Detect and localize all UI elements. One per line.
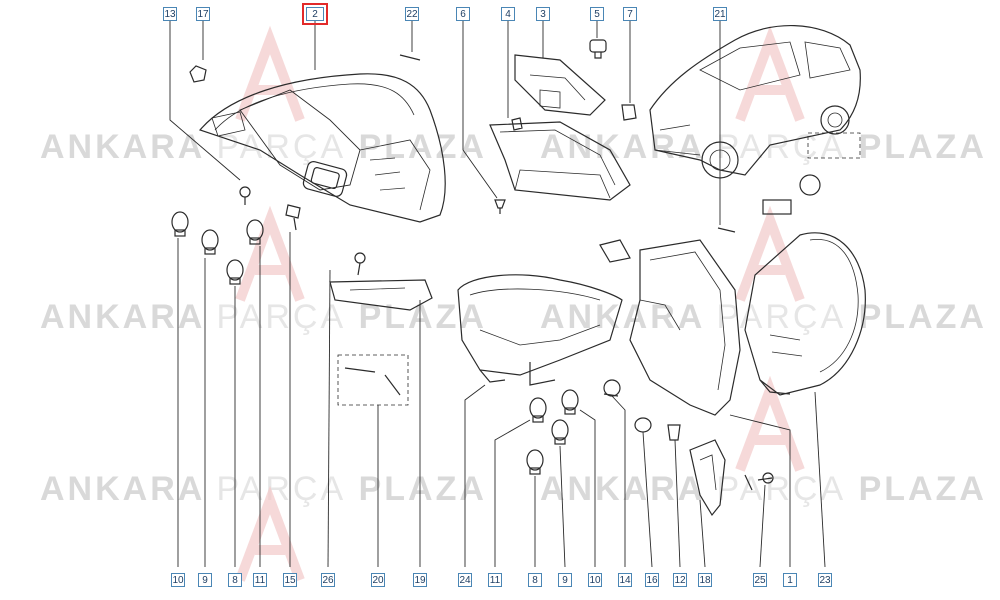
callout-24[interactable]: 24 [458, 573, 472, 587]
vehicle-outline [649, 25, 861, 179]
callout-10-right[interactable]: 10 [588, 573, 602, 587]
callout-15[interactable]: 15 [283, 573, 297, 587]
callout-23[interactable]: 23 [818, 573, 832, 587]
callout-9-left[interactable]: 9 [198, 573, 212, 587]
bulbs-left [171, 211, 264, 285]
callout-26[interactable]: 26 [321, 573, 335, 587]
callout-21[interactable]: 21 [713, 7, 727, 21]
callout-22[interactable]: 22 [405, 7, 419, 21]
callout-12[interactable]: 12 [673, 573, 687, 587]
callout-11-left[interactable]: 11 [253, 573, 267, 587]
callout-3[interactable]: 3 [536, 7, 550, 21]
socket-5 [589, 39, 607, 59]
callout-5[interactable]: 5 [590, 7, 604, 21]
leader-lines [169, 21, 826, 568]
callout-9-right[interactable]: 9 [558, 573, 572, 587]
callout-20[interactable]: 20 [371, 573, 385, 587]
callout-17[interactable]: 17 [196, 7, 210, 21]
bulbs-front [526, 379, 681, 475]
callout-1[interactable]: 1 [783, 573, 797, 587]
side-reflector-18 [689, 439, 774, 517]
rear-lamp-assembly [189, 65, 446, 231]
callout-13[interactable]: 13 [163, 7, 177, 21]
inset-bulb-box [717, 132, 861, 233]
bulb-holder-3 [514, 54, 606, 116]
small-fasteners-top [399, 54, 506, 214]
lamp-housing-4 [489, 117, 631, 201]
rear-cover-23 [744, 232, 866, 396]
callout-16[interactable]: 16 [645, 573, 659, 587]
callout-2-selected[interactable]: 2 [302, 3, 328, 25]
callout-8-left[interactable]: 8 [228, 573, 242, 587]
callout-11-right[interactable]: 11 [488, 573, 502, 587]
callout-8-right[interactable]: 8 [528, 573, 542, 587]
callout-4[interactable]: 4 [501, 7, 515, 21]
bracket-set-20 [337, 354, 409, 406]
headlamp-lens-1 [599, 239, 741, 416]
callout-25[interactable]: 25 [753, 573, 767, 587]
callout-19[interactable]: 19 [413, 573, 427, 587]
callout-7[interactable]: 7 [623, 7, 637, 21]
callout-18[interactable]: 18 [698, 573, 712, 587]
headlamp-housing-24 [457, 274, 623, 386]
callout-10-left[interactable]: 10 [171, 573, 185, 587]
reflector-19 [329, 252, 433, 311]
clip-7 [621, 104, 637, 121]
callout-6[interactable]: 6 [456, 7, 470, 21]
callout-14[interactable]: 14 [618, 573, 632, 587]
